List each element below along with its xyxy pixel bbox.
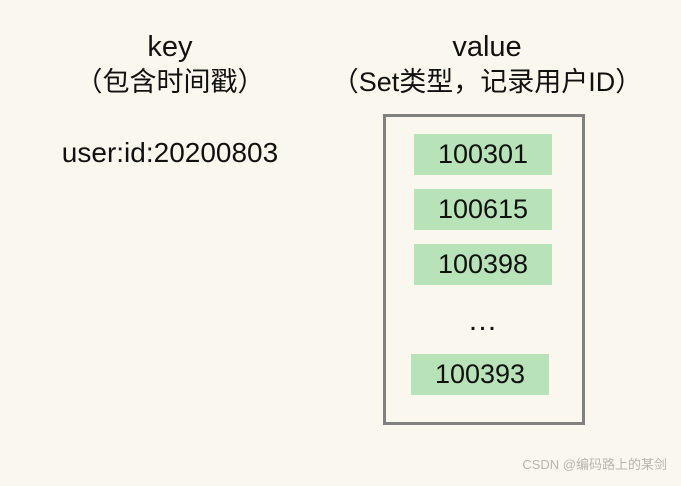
watermark: CSDN @编码路上的某剑 — [522, 457, 667, 472]
set-item: 100615 — [414, 189, 552, 230]
value-column-header: value （Set类型，记录用户ID） — [322, 30, 652, 100]
key-heading: key — [147, 31, 193, 63]
key-column-header: key （包含时间戳） — [20, 30, 320, 100]
set-container-box: 100301 100615 100398 … 100393 — [383, 114, 585, 425]
set-item: 100301 — [414, 134, 552, 175]
value-subheading: （Set类型，记录用户ID） — [331, 67, 643, 97]
set-item-list: 100301 100615 100398 … 100393 — [386, 117, 582, 422]
set-item: 100393 — [411, 354, 549, 395]
value-heading: value — [452, 31, 522, 63]
key-subheading: （包含时间戳） — [75, 67, 265, 97]
set-ellipsis: … — [467, 304, 501, 337]
key-text: user:id:20200803 — [61, 137, 279, 168]
set-item: 100398 — [414, 244, 552, 285]
